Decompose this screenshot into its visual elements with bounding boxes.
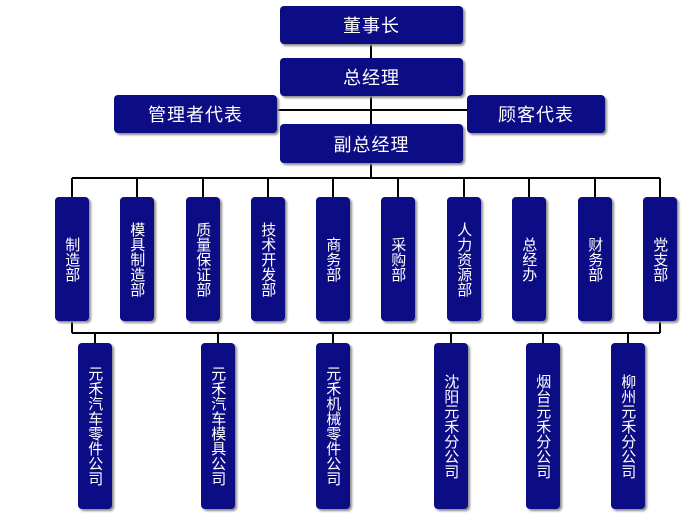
chairman-box: 董事长 [280, 6, 463, 44]
dept-box: 财务部 [578, 197, 612, 321]
dept-box: 制造部 [55, 197, 89, 321]
general-manager-box: 总经理 [280, 58, 463, 96]
company-box: 沈阳元禾分公司 [434, 343, 468, 509]
dept-box: 采购部 [381, 197, 415, 321]
company-label: 沈阳元禾分公司 [442, 373, 461, 479]
company-label: 元禾机械零件公司 [324, 366, 343, 486]
dept-label: 总经办 [520, 236, 539, 282]
general-manager-label: 总经理 [343, 68, 400, 89]
dept-label: 模具制造部 [128, 221, 147, 297]
company-label: 元禾汽车零件公司 [86, 366, 105, 486]
chairman-label: 董事长 [343, 16, 400, 37]
dept-box: 模具制造部 [120, 197, 154, 321]
dept-label: 人力资源部 [455, 221, 474, 297]
dept-label: 制造部 [63, 236, 82, 282]
company-box: 烟台元禾分公司 [526, 343, 560, 509]
management-rep-label: 管理者代表 [148, 105, 243, 126]
company-label: 元禾汽车模具公司 [209, 366, 228, 486]
dept-box: 商务部 [316, 197, 350, 321]
dept-box: 技术开发部 [251, 197, 285, 321]
dept-box: 党支部 [643, 197, 677, 321]
company-box: 元禾汽车零件公司 [78, 343, 112, 509]
dept-box: 总经办 [512, 197, 546, 321]
dept-label: 质量保证部 [194, 221, 213, 297]
company-box: 柳州元禾分公司 [611, 343, 645, 509]
dept-box: 人力资源部 [447, 197, 481, 321]
company-label: 柳州元禾分公司 [619, 373, 638, 479]
deputy-gm-label: 副总经理 [333, 134, 410, 156]
company-box: 元禾汽车模具公司 [201, 343, 235, 509]
deputy-gm-box: 副总经理 [280, 124, 463, 163]
dept-box: 质量保证部 [186, 197, 220, 321]
customer-rep-label: 顾客代表 [498, 105, 574, 126]
company-label: 烟台元禾分公司 [534, 373, 553, 479]
dept-label: 采购部 [389, 236, 408, 282]
customer-rep-box: 顾客代表 [467, 95, 605, 133]
management-rep-box: 管理者代表 [114, 95, 277, 133]
dept-label: 财务部 [586, 236, 605, 282]
dept-label: 技术开发部 [259, 221, 278, 297]
company-box: 元禾机械零件公司 [316, 343, 350, 509]
dept-label: 商务部 [324, 236, 343, 282]
dept-label: 党支部 [651, 236, 670, 282]
